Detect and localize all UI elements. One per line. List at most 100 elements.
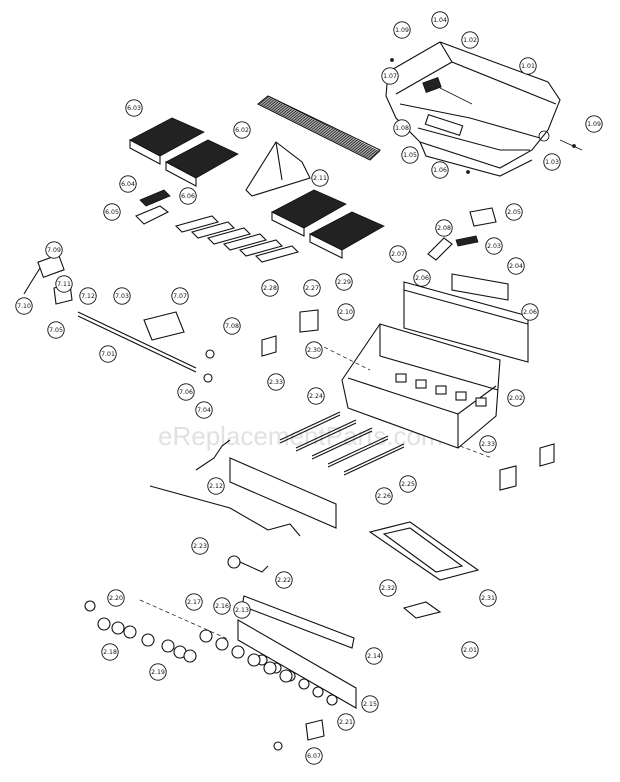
part-callout-label: 7.08 — [225, 323, 239, 330]
part-callout: 2.03 — [485, 237, 503, 255]
part-callout: 2.24 — [307, 387, 325, 405]
cooking-grate-left-2 — [165, 139, 239, 187]
part-callout: 7.04 — [195, 401, 213, 419]
part-callout-label: 2.08 — [437, 225, 451, 232]
part-callout-label: 6.02 — [235, 127, 249, 134]
burner-tubes — [279, 411, 405, 476]
part-callout: 7.11 — [55, 275, 73, 293]
part-callout: 2.30 — [305, 341, 323, 359]
part-callout-label: 2.03 — [487, 243, 501, 250]
part-callout: 6.05 — [103, 203, 121, 221]
cooking-grate-right-1 — [271, 189, 347, 237]
part-callout-label: 2.25 — [401, 481, 415, 488]
part-callout: 2.23 — [191, 537, 209, 555]
part-callout-label: 1.09 — [395, 27, 409, 34]
part-callout-label: 1.07 — [383, 73, 397, 80]
part-callout-label: 1.09 — [587, 121, 601, 128]
part-callout-label: 2.33 — [481, 441, 495, 448]
part-callout: 2.02 — [507, 389, 525, 407]
part-callout-label: 2.32 — [381, 585, 395, 592]
part-callout: 2.21 — [337, 713, 355, 731]
part-callout: 2.25 — [399, 475, 417, 493]
part-callout-label: 1.08 — [395, 125, 409, 132]
part-callout: 6.07 — [305, 747, 323, 765]
part-callout: 2.06 — [413, 269, 431, 287]
part-callout: 6.03 — [125, 99, 143, 117]
part-callout: 2.22 — [275, 571, 293, 589]
part-callout-label: 2.12 — [209, 483, 223, 490]
side-burner-bracket — [403, 207, 529, 363]
part-callout-label: 2.13 — [235, 607, 249, 614]
part-callout-label: 1.02 — [463, 37, 477, 44]
part-callout-label: 1.01 — [521, 63, 535, 70]
heat-shield-2-12 — [229, 457, 337, 529]
part-callout: 2.26 — [375, 487, 393, 505]
part-callout: 7.09 — [45, 241, 63, 259]
part-callout-label: 2.05 — [507, 209, 521, 216]
part-callout: 1.08 — [393, 119, 411, 137]
part-callout-label: 2.15 — [363, 701, 377, 708]
part-callout-label: 7.11 — [57, 281, 71, 288]
part-callout-label: 7.10 — [17, 303, 31, 310]
warming-rack — [256, 95, 381, 161]
manifold — [149, 439, 301, 573]
part-callout-label: 6.07 — [307, 753, 321, 760]
part-callout: 1.02 — [461, 31, 479, 49]
part-callout-label: 7.07 — [173, 293, 187, 300]
part-callout-label: 2.20 — [109, 595, 123, 602]
part-callout-label: 2.10 — [339, 309, 353, 316]
part-callout: 7.10 — [15, 297, 33, 315]
part-callout: 2.05 — [505, 203, 523, 221]
part-callout-label: 2.19 — [151, 669, 165, 676]
part-callout: 1.04 — [431, 11, 449, 29]
part-callout: 7.01 — [99, 345, 117, 363]
part-callout: 2.29 — [335, 273, 353, 291]
part-callout: 1.03 — [543, 153, 561, 171]
smoker-box — [135, 189, 171, 225]
part-callout: 2.20 — [107, 589, 125, 607]
part-callout: 2.32 — [379, 579, 397, 597]
part-callout: 1.05 — [401, 146, 419, 164]
part-callout-label: 2.28 — [263, 285, 277, 292]
part-callout-label: 1.06 — [433, 167, 447, 174]
part-callout: 6.04 — [119, 175, 137, 193]
part-callout-label: 2.01 — [463, 647, 477, 654]
control-knobs-loose — [84, 600, 325, 751]
part-callout-label: 2.16 — [215, 603, 229, 610]
part-callout: 6.02 — [233, 121, 251, 139]
part-callout-label: 2.33 — [269, 379, 283, 386]
part-callout: 7.07 — [171, 287, 189, 305]
part-callout-label: 7.09 — [47, 247, 61, 254]
part-callout-label: 2.07 — [391, 251, 405, 258]
part-callout: 1.09 — [393, 21, 411, 39]
part-callout: 7.08 — [223, 317, 241, 335]
part-callout-label: 7.05 — [49, 327, 63, 334]
part-callout: 2.11 — [311, 169, 329, 187]
part-callout-label: 6.04 — [121, 181, 135, 188]
part-callout-label: 2.23 — [193, 543, 207, 550]
part-callout-label: 2.04 — [509, 263, 523, 270]
drip-tray — [368, 521, 480, 619]
part-callout-label: 2.22 — [277, 577, 291, 584]
part-callout: 2.14 — [365, 647, 383, 665]
part-callout: 2.18 — [101, 643, 119, 661]
part-callout: 6.06 — [179, 187, 197, 205]
part-callout: 2.04 — [507, 257, 525, 275]
part-callout-label: 7.12 — [81, 293, 95, 300]
part-callout: 2.27 — [303, 279, 321, 297]
part-callout-label: 2.18 — [103, 649, 117, 656]
part-callout: 1.09 — [585, 115, 603, 133]
cooking-grate-right-2 — [309, 211, 385, 259]
part-callout: 2.28 — [261, 279, 279, 297]
part-callout: 2.16 — [213, 597, 231, 615]
part-callout: 7.06 — [177, 383, 195, 401]
part-callout: 2.10 — [337, 303, 355, 321]
part-callout: 2.06 — [521, 303, 539, 321]
firebox — [341, 323, 501, 449]
part-callout: 1.01 — [519, 57, 537, 75]
part-callout: 2.15 — [361, 695, 379, 713]
part-callout-label: 6.05 — [105, 209, 119, 216]
part-callout: 2.13 — [233, 601, 251, 619]
